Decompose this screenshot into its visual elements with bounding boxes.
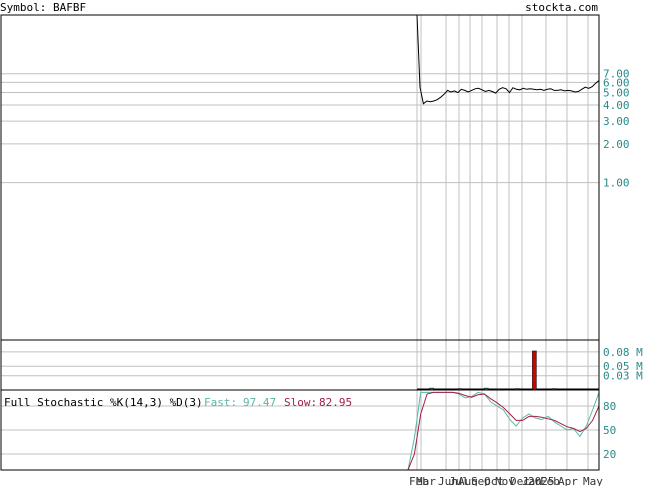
x-axis-label: Jun [438,475,458,486]
volume-grid [1,340,600,390]
volume-tick-label: 0.03 M [603,370,643,383]
x-axis-label: Apr [558,475,578,486]
price-tick-label: 5.00 [603,87,630,100]
x-axis-label: Mar [416,475,436,486]
x-axis-label: Nov [495,475,515,486]
x-axis-label: 2025 [528,475,555,486]
fast-value: 97.47 [243,396,276,409]
fast-k-line [407,391,600,471]
price-tick-label: 2.00 [603,138,630,151]
volume-bar [532,350,537,391]
x-axis-label: Oct [484,475,504,486]
x-axis-label: Sep [471,475,491,486]
volume-tick-label: 0.08 M [603,346,643,359]
symbol-label: Symbol: BAFBF [0,1,86,14]
site-label: stockta.com [525,1,598,14]
price-series [416,14,600,105]
price-grid [1,15,600,340]
x-axis-label: May [583,475,603,486]
x-axis-label: Dec [510,475,530,486]
stochastic-series [407,391,600,471]
fast-label: Fast: [204,396,237,409]
price-tick-label: 1.00 [603,177,630,190]
price-tick-label: 3.00 [603,115,630,128]
x-axis-label: Feb [409,475,429,486]
stochastic-tick-label: 20 [603,448,616,461]
stochastic-tick-label: 50 [603,424,616,437]
x-axis-label: Jan [522,475,542,486]
slow-label: Slow: [284,396,317,409]
x-axis-label: Aug [458,475,478,486]
x-axis-label: Jul [449,475,469,486]
stochastic-tick-label: 80 [603,400,616,413]
x-axis-label: Feb [540,475,560,486]
price-line [416,14,600,105]
axis-tick-labels: 7.006.005.004.00 3.00 2.00 1.00 0.08 M0.05 M… [603,68,643,461]
stochastic-grid [1,390,600,470]
slow-d-line [407,391,600,471]
price-tick-label: 4.00 [603,99,630,112]
volume-series [417,350,599,391]
volume-tick-label: 0.05 M [603,360,643,373]
stochastic-panel-frame [0,389,600,471]
price-tick-label: 7.00 [603,68,630,81]
price-tick-label: 6.00 [603,76,630,89]
stochastic-title: Full Stochastic %K(14,3) %D(3) [4,396,203,409]
slow-value: 82.95 [319,396,352,409]
